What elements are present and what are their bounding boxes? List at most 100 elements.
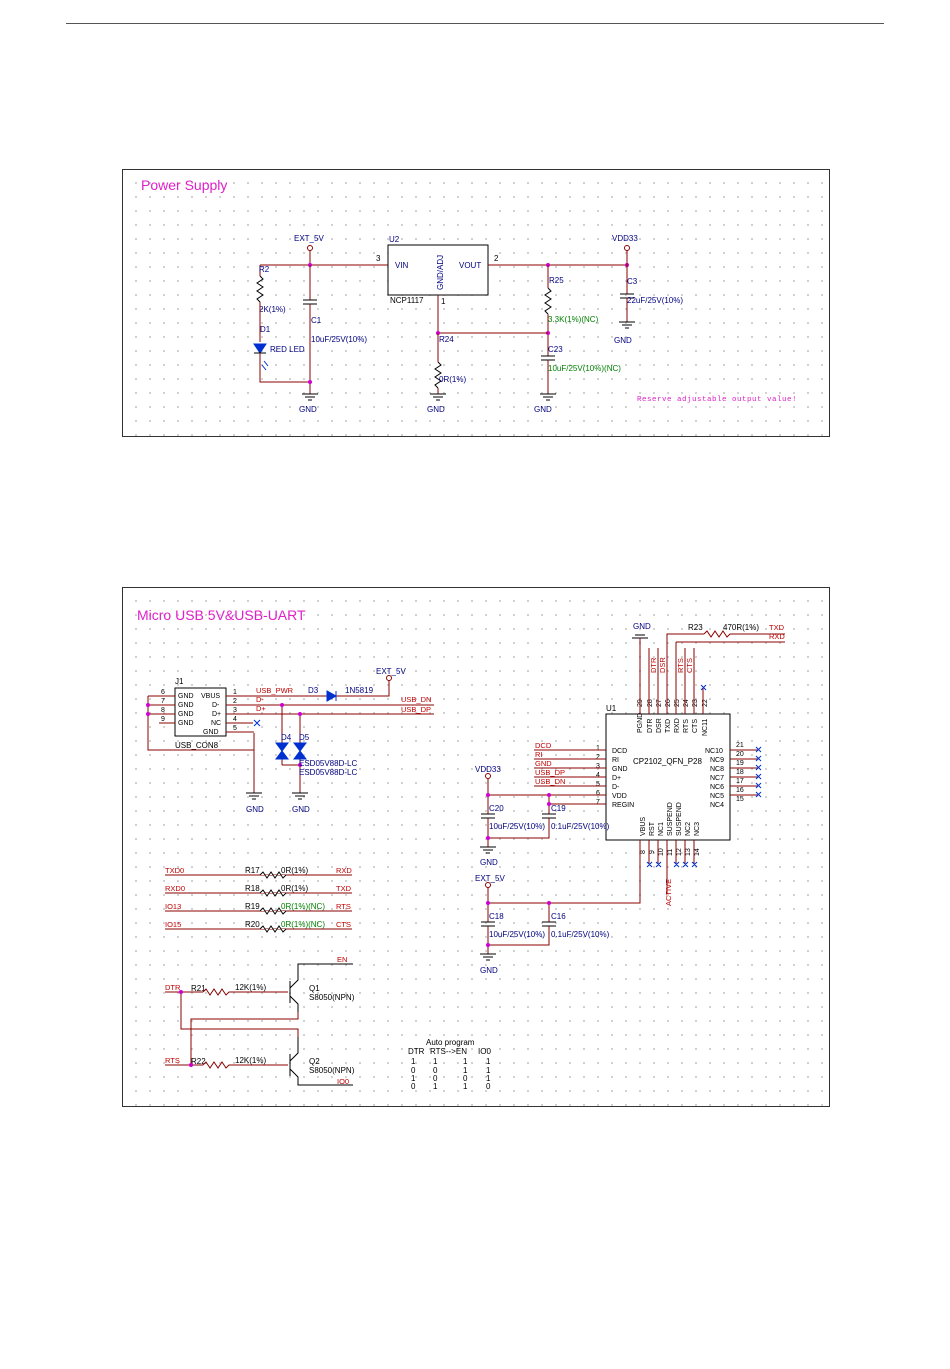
u1-bottom-num-3: 10 xyxy=(658,848,665,856)
u1-bottom-pin-7: NC3 xyxy=(694,822,701,836)
u1-part: CP2102_QFN_P28 xyxy=(633,757,702,766)
u1-cp2102 xyxy=(605,713,731,841)
u1-net-dcd: DCD xyxy=(535,741,552,750)
u1-top-num-4: 26 xyxy=(665,699,672,707)
r25-resistor xyxy=(544,287,552,315)
j1-right-pin-2: D- xyxy=(212,702,220,709)
r25-value: 3.3K(1%)(NC) xyxy=(548,315,599,324)
auto-r4-c3: 1 xyxy=(463,1082,468,1091)
q1-ref: Q1 xyxy=(309,984,320,993)
gnd-symbol-1 xyxy=(302,393,318,401)
u1-top-num-7: 23 xyxy=(692,699,699,707)
auto-header-rts-en: RTS-->EN xyxy=(430,1047,467,1056)
ext5v-label-vbus: EXT_5V xyxy=(475,874,505,883)
j1-left-pin-2: GND xyxy=(178,702,194,709)
u2-ref: U2 xyxy=(389,235,400,244)
r24-value: 0R(1%) xyxy=(439,375,466,384)
u1-bottom-num-2: 9 xyxy=(649,850,656,854)
auto-r4-c4: 0 xyxy=(486,1082,491,1091)
r18-right-net: TXD xyxy=(336,884,352,893)
u1-left-pin-1: DCD xyxy=(612,748,627,755)
c1-ref: C1 xyxy=(311,316,322,325)
r19-value: 0R(1%)(NC) xyxy=(281,902,325,911)
u1-bottom-num-6: 13 xyxy=(685,848,692,856)
u2-pin2: 2 xyxy=(494,254,499,263)
rxd-net: RXD xyxy=(769,632,785,641)
gnd-label-4: GND xyxy=(614,336,632,345)
r20-right-net: CTS xyxy=(336,920,351,929)
u1-top-num-8: 22 xyxy=(702,699,709,707)
c1-value: 10uF/25V(10%) xyxy=(311,335,367,344)
r21-value: 12K(1%) xyxy=(235,983,266,992)
u1-left-pin-6: VDD xyxy=(612,793,627,800)
u1-top-num-2: 28 xyxy=(647,699,654,707)
r17-value: 0R(1%) xyxy=(281,866,308,875)
txd-net: TXD xyxy=(769,623,785,632)
u1-right-num-6: 16 xyxy=(736,787,744,794)
u1-left-num-5: 5 xyxy=(596,781,600,788)
r19-right-net: RTS xyxy=(336,902,351,911)
u1-right-pin-2: NC9 xyxy=(710,757,724,764)
c3-ref: C3 xyxy=(627,277,638,286)
auto-header-dtr: DTR xyxy=(408,1047,425,1056)
power-supply-schematic: Power Supply EXT_5V R2 2K(1%) D1 RED LED… xyxy=(122,169,830,437)
j1-left-num-2: 7 xyxy=(161,698,165,705)
d1-ref: D1 xyxy=(260,325,271,334)
u1-top-num-5: 25 xyxy=(674,699,681,707)
u1-right-num-3: 19 xyxy=(736,760,744,767)
dtr-net: DTR xyxy=(165,983,181,992)
u1-right-num-1: 21 xyxy=(736,742,744,749)
u1-top-pin-6: RTS xyxy=(683,719,690,733)
r18-resistor xyxy=(259,889,287,897)
d1-value: RED LED xyxy=(270,345,305,354)
gnd-symbol-esd xyxy=(292,792,308,800)
u1-right-num-5: 17 xyxy=(736,778,744,785)
r17-right-net: RXD xyxy=(336,866,352,875)
j1-right-num-4: 4 xyxy=(233,716,237,723)
j1-left-num-1: 6 xyxy=(161,689,165,696)
c18-ref: C18 xyxy=(489,912,504,921)
u1-net-gnd: GND xyxy=(535,759,552,768)
u1-top-net-dsr: DSR xyxy=(658,657,667,673)
auto-r1-c3: 1 xyxy=(463,1057,468,1066)
c18-value: 10uF/25V(10%) xyxy=(489,930,545,939)
d3-schottky xyxy=(326,690,338,702)
u1-bottom-pin-4: SUSPEND xyxy=(667,802,674,836)
u1-top-pin-3: DSR xyxy=(656,718,663,733)
r19-resistor xyxy=(259,907,287,915)
d4-esd xyxy=(275,742,289,760)
vdd33-port xyxy=(624,245,630,251)
gnd-symbol-4 xyxy=(619,321,635,329)
u1-left-num-6: 6 xyxy=(596,790,600,797)
u1-right-pin-3: NC8 xyxy=(710,766,724,773)
u1-right-num-2: 20 xyxy=(736,751,744,758)
ext5v-label: EXT_5V xyxy=(294,234,324,243)
auto-r3-c3: 0 xyxy=(463,1074,468,1083)
u1-bottom-net-active: ACTIVE xyxy=(664,879,673,906)
rts-net: RTS xyxy=(165,1056,180,1065)
d5-value: ESD05V88D-LC xyxy=(299,768,357,777)
j1-right-pin-4: NC xyxy=(211,720,221,727)
q1-transistor xyxy=(289,963,353,1012)
q2-transistor xyxy=(289,1037,353,1086)
ext5v-port xyxy=(307,245,313,251)
r19-ref: R19 xyxy=(245,902,260,911)
r20-left-net: IO15 xyxy=(165,920,181,929)
u2-pin3: 3 xyxy=(376,254,381,263)
d5-esd xyxy=(293,742,307,760)
usb-uart-title: Micro USB 5V&USB-UART xyxy=(137,607,306,623)
c20-c19-capacitors xyxy=(481,813,556,819)
u1-left-pin-5: D- xyxy=(612,784,620,791)
auto-r1-c1: 1 xyxy=(411,1057,416,1066)
r24-resistor xyxy=(434,361,442,389)
u1-top-pin-8: NC11 xyxy=(702,719,709,736)
d4-value: ESD05V88D-LC xyxy=(299,759,357,768)
u1-bottom-num-4: 11 xyxy=(667,849,674,856)
gnd-label-u1: GND xyxy=(633,622,651,631)
r23-resistor xyxy=(703,630,785,638)
usb-pwr-net: USB_PWR xyxy=(256,686,294,695)
ext5v-port-vbus xyxy=(485,882,491,888)
c3-value: 22uF/25V(10%) xyxy=(627,296,683,305)
u1-left-pin-7: REGIN xyxy=(612,802,634,809)
u1-top-pin-2: DTR xyxy=(647,719,654,733)
